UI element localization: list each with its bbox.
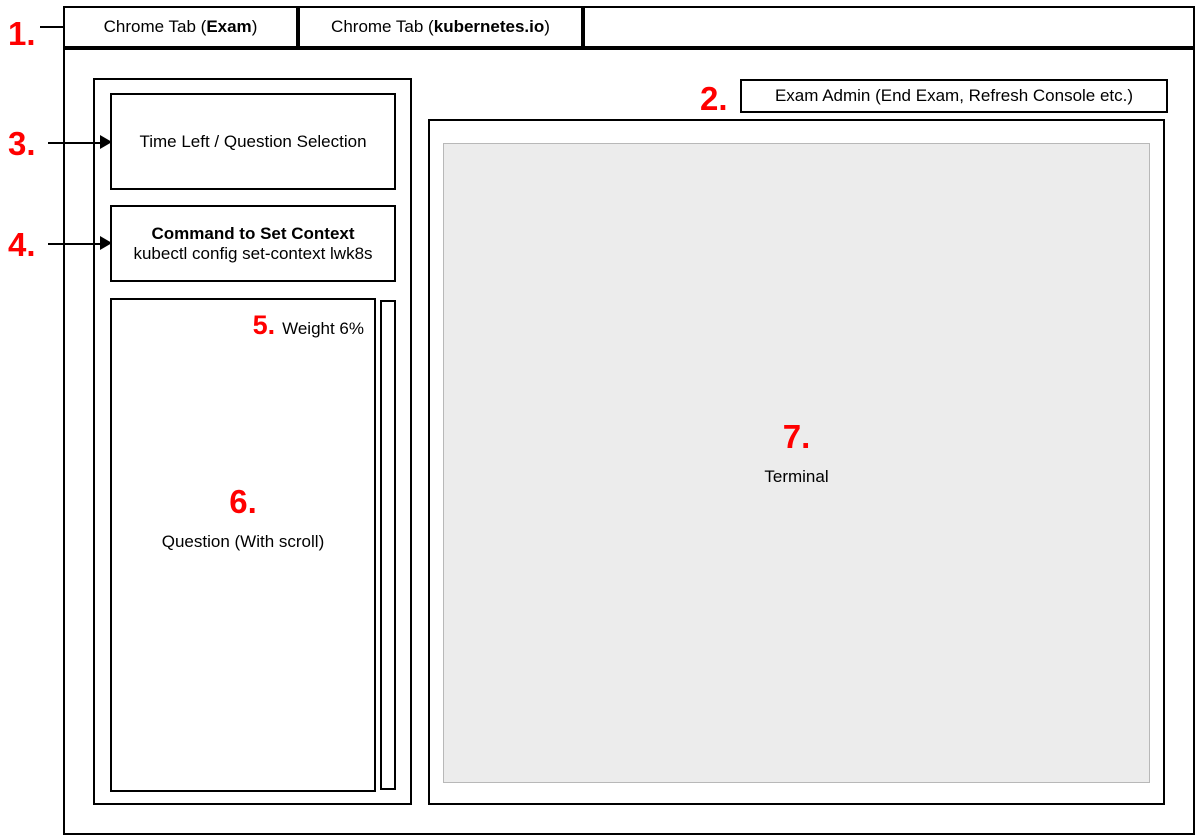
tab-suffix: )	[544, 17, 550, 36]
leader-arrowhead-3	[100, 135, 112, 149]
question-caption: Question (With scroll)	[161, 532, 325, 551]
tab-prefix: Chrome Tab (	[331, 17, 434, 36]
question-scrollbar[interactable]	[380, 300, 396, 790]
tab-suffix: )	[251, 17, 258, 36]
callout-number-2: 2.	[700, 80, 728, 117]
callout-number-7: 7.	[782, 418, 811, 455]
leader-line-4	[48, 243, 108, 245]
tab-name: kubernetes.io	[433, 17, 545, 36]
terminal-screen[interactable]: 7. Terminal	[443, 143, 1150, 783]
chrome-tab-kubernetes-io[interactable]: Chrome Tab (kubernetes.io)	[298, 6, 583, 48]
terminal-caption: Terminal	[764, 467, 829, 486]
chrome-tab-exam[interactable]: Chrome Tab (Exam)	[63, 6, 298, 48]
tab-strip-empty-area	[583, 6, 1195, 48]
chrome-tab-kubernetes-io-label: Chrome Tab (kubernetes.io)	[331, 17, 550, 37]
callout-number-1: 1.	[8, 15, 36, 52]
question-weight-row: 5. Weight 6%	[253, 312, 364, 339]
exam-admin-bar[interactable]: Exam Admin (End Exam, Refresh Console et…	[740, 79, 1168, 113]
callout-number-6: 6.	[229, 483, 257, 520]
exam-admin-label: Exam Admin (End Exam, Refresh Console et…	[774, 86, 1134, 105]
time-left-question-selection-box[interactable]: Time Left / Question Selection	[110, 93, 396, 190]
leader-arrowhead-4	[100, 236, 112, 250]
terminal-placeholder: 7. Terminal	[444, 420, 1149, 487]
tab-prefix: Chrome Tab (	[103, 17, 207, 36]
chrome-tab-exam-label: Chrome Tab (Exam)	[104, 17, 258, 37]
tab-name: Exam	[206, 17, 252, 36]
leader-line-3	[48, 142, 108, 144]
leader-line-1	[40, 26, 84, 28]
callout-number-4: 4.	[8, 226, 36, 263]
time-left-label: Time Left / Question Selection	[139, 131, 367, 151]
question-weight-label: Weight 6%	[282, 319, 364, 338]
callout-number-3: 3.	[8, 125, 36, 162]
callout-number-5: 5.	[252, 310, 276, 340]
terminal-panel: 7. Terminal	[428, 119, 1165, 805]
set-context-command-text: kubectl config set-context lwk8s	[133, 243, 373, 263]
set-context-heading: Command to Set Context	[151, 223, 355, 243]
question-panel[interactable]: 5. Weight 6% 6. Question (With scroll)	[110, 298, 376, 792]
set-context-command-box[interactable]: Command to Set Context kubectl config se…	[110, 205, 396, 282]
question-body-placeholder: 6. Question (With scroll)	[112, 485, 374, 552]
